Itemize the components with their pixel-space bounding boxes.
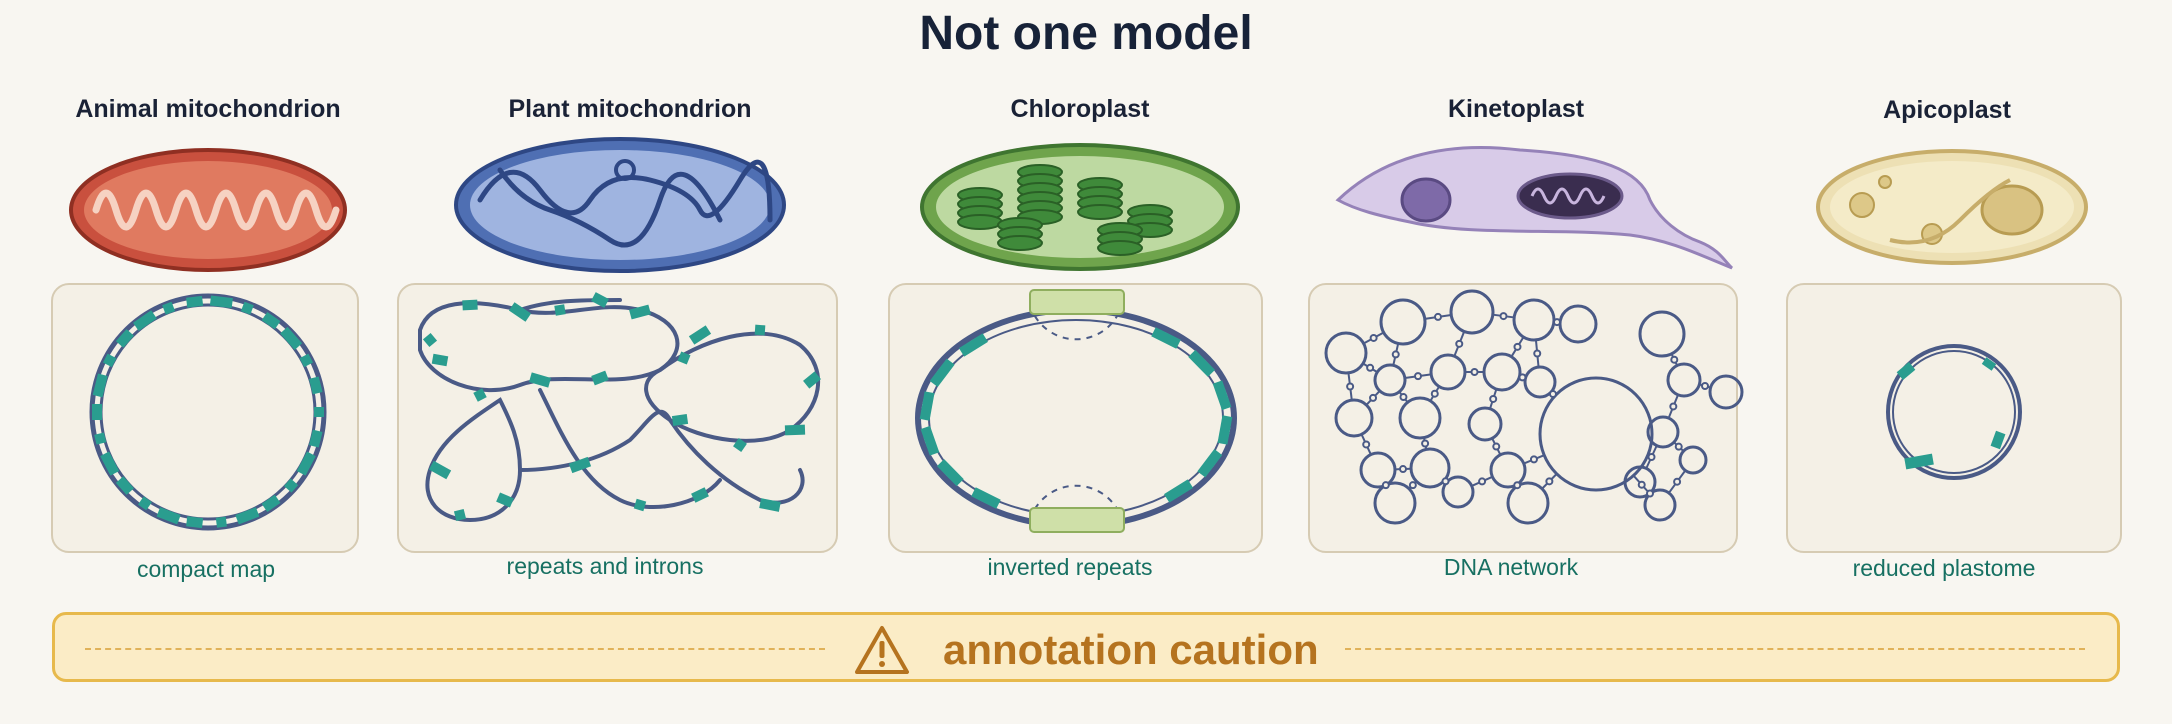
inverted-repeat-a <box>1029 289 1125 315</box>
caption-plant-mitochondrion: repeats and introns <box>506 553 704 579</box>
apicoplast-illustration <box>1816 149 2088 265</box>
annotation-caution-banner: annotation caution <box>52 612 2120 682</box>
animal-mitochondrion-illustration <box>69 148 347 272</box>
plant-mitochondrion-illustration <box>454 137 786 273</box>
banner-label: annotation caution <box>943 625 1319 673</box>
column-title-plant-mitochondrion: Plant mitochondrion <box>508 95 752 123</box>
banner-dash-left <box>85 648 825 650</box>
apicoplast-reduced-plastome-map <box>1886 344 2022 480</box>
caption-apicoplast: reduced plastome <box>1852 555 2036 581</box>
panel-kinetoplast <box>1308 283 1738 553</box>
plant-mtdna-multipartite-map <box>418 298 820 523</box>
column-title-chloroplast: Chloroplast <box>1010 95 1150 123</box>
inverted-repeat-b <box>1029 507 1125 533</box>
caption-chloroplast: inverted repeats <box>987 554 1153 580</box>
column-title-animal-mitochondrion: Animal mitochondrion <box>75 95 341 123</box>
caption-animal-mitochondrion: compact map <box>136 556 276 582</box>
chloroplast-quadripartite-map <box>915 289 1237 533</box>
banner-dash-right <box>1345 648 2085 650</box>
column-title-apicoplast: Apicoplast <box>1883 96 2011 124</box>
trypanosome-illustration <box>1335 146 1734 270</box>
animal-mtdna-circular-map <box>89 293 327 531</box>
kinetoplast-dna-network <box>1324 289 1744 525</box>
column-title-kinetoplast: Kinetoplast <box>1447 95 1585 123</box>
caption-kinetoplast: DNA network <box>1443 554 1579 580</box>
thylakoid-stacks <box>957 164 1173 256</box>
panel-apicoplast <box>1786 283 2122 553</box>
warning-triangle-icon <box>855 625 910 674</box>
page-title: Not one model <box>919 7 1253 60</box>
